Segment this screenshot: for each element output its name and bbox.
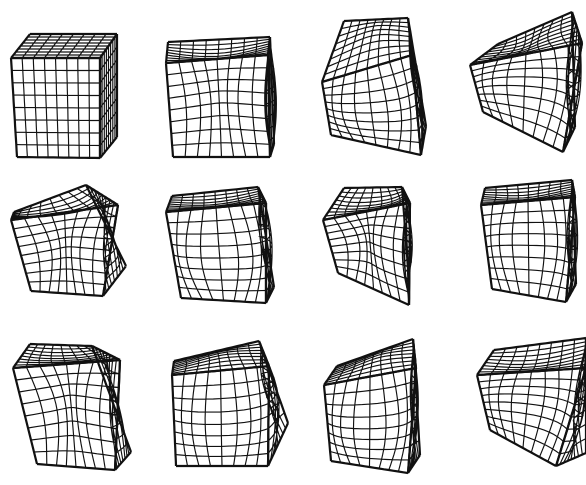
cube-0-side-face <box>100 34 117 158</box>
